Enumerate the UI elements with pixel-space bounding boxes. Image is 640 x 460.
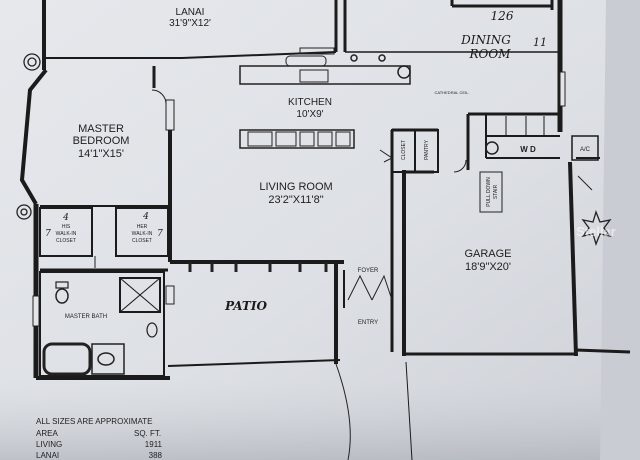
her-closet-line-1: HER (137, 224, 148, 230)
paper-edge (600, 0, 640, 460)
area-table-row-name: LIVING (36, 440, 62, 449)
dining-label: DINING (460, 33, 511, 47)
master-bedroom-size: 14'1"X15' (78, 148, 124, 160)
kitchen-counters (239, 54, 411, 149)
watermark: Stellar (576, 224, 616, 239)
dining-dim-width: 126 (491, 9, 514, 23)
dining-label-2: ROOM (469, 47, 512, 61)
lanai-label: LANAI (176, 7, 205, 18)
area-table-header-sqft: SQ. FT. (134, 429, 161, 438)
his-closet-line-1: HIS (62, 224, 71, 230)
lanai-size: 31'9"X12' (169, 18, 211, 29)
area-table-row-value: 388 (149, 451, 163, 460)
washer-dryer-label: W D (520, 145, 536, 154)
foyer-label: FOYER (358, 268, 379, 274)
his-closet-line-3: CLOSET (56, 238, 76, 244)
his-closet-depth-mark: 7 (45, 229, 51, 239)
dining-dim-depth: 11 (533, 36, 547, 49)
plant-icon (16, 53, 612, 246)
pull-down-stair-line-1: PULL DOWN (486, 177, 492, 207)
pantry-label: PANTRY (424, 139, 430, 159)
his-closet-line-2: WALK-IN (56, 231, 77, 237)
patio-label: PATIO (224, 299, 267, 313)
area-table-row-value: 1911 (145, 440, 163, 449)
closet-label: CLOSET (401, 140, 407, 160)
bath-fixtures (42, 281, 158, 376)
garage-fixtures (479, 141, 503, 213)
master-bedroom-label-2: BEDROOM (73, 135, 130, 147)
his-closet-width-mark: 4 (62, 213, 69, 223)
cathedral-ceiling-label: CATHEDRAL CEIL. (435, 90, 470, 95)
area-table-header-area: AREA (36, 429, 58, 438)
master-bedroom-label: MASTER (78, 123, 124, 135)
windows (32, 47, 566, 327)
pull-down-stair-line-2: STAIR (493, 184, 499, 199)
entry-label: ENTRY (358, 320, 378, 326)
area-table-row-name: LANAI (36, 451, 59, 460)
garage-size: 18'9"X20' (465, 261, 511, 273)
her-closet-line-2: WALK-IN (132, 231, 153, 237)
area-table-note: ALL SIZES ARE APPROXIMATE (36, 417, 152, 426)
her-closet-line-3: CLOSET (132, 238, 152, 244)
area-table: ALL SIZES ARE APPROXIMATE AREA SQ. FT. L… (36, 417, 163, 460)
ac-label: A/C (580, 147, 591, 153)
kitchen-size: 10'X9' (296, 109, 323, 120)
bottom-shadow (0, 380, 640, 460)
her-closet-width-mark: 4 (142, 212, 149, 222)
master-bath-label: MASTER BATH (65, 314, 107, 320)
doors (94, 89, 593, 301)
kitchen-label: KITCHEN (288, 97, 332, 108)
her-closet-depth-mark: 7 (157, 229, 163, 239)
living-room-label: LIVING ROOM (259, 181, 332, 193)
living-room-size: 23'2"X11'8" (268, 194, 323, 206)
garage-label: GARAGE (464, 248, 511, 260)
walkway-curve (335, 363, 351, 460)
